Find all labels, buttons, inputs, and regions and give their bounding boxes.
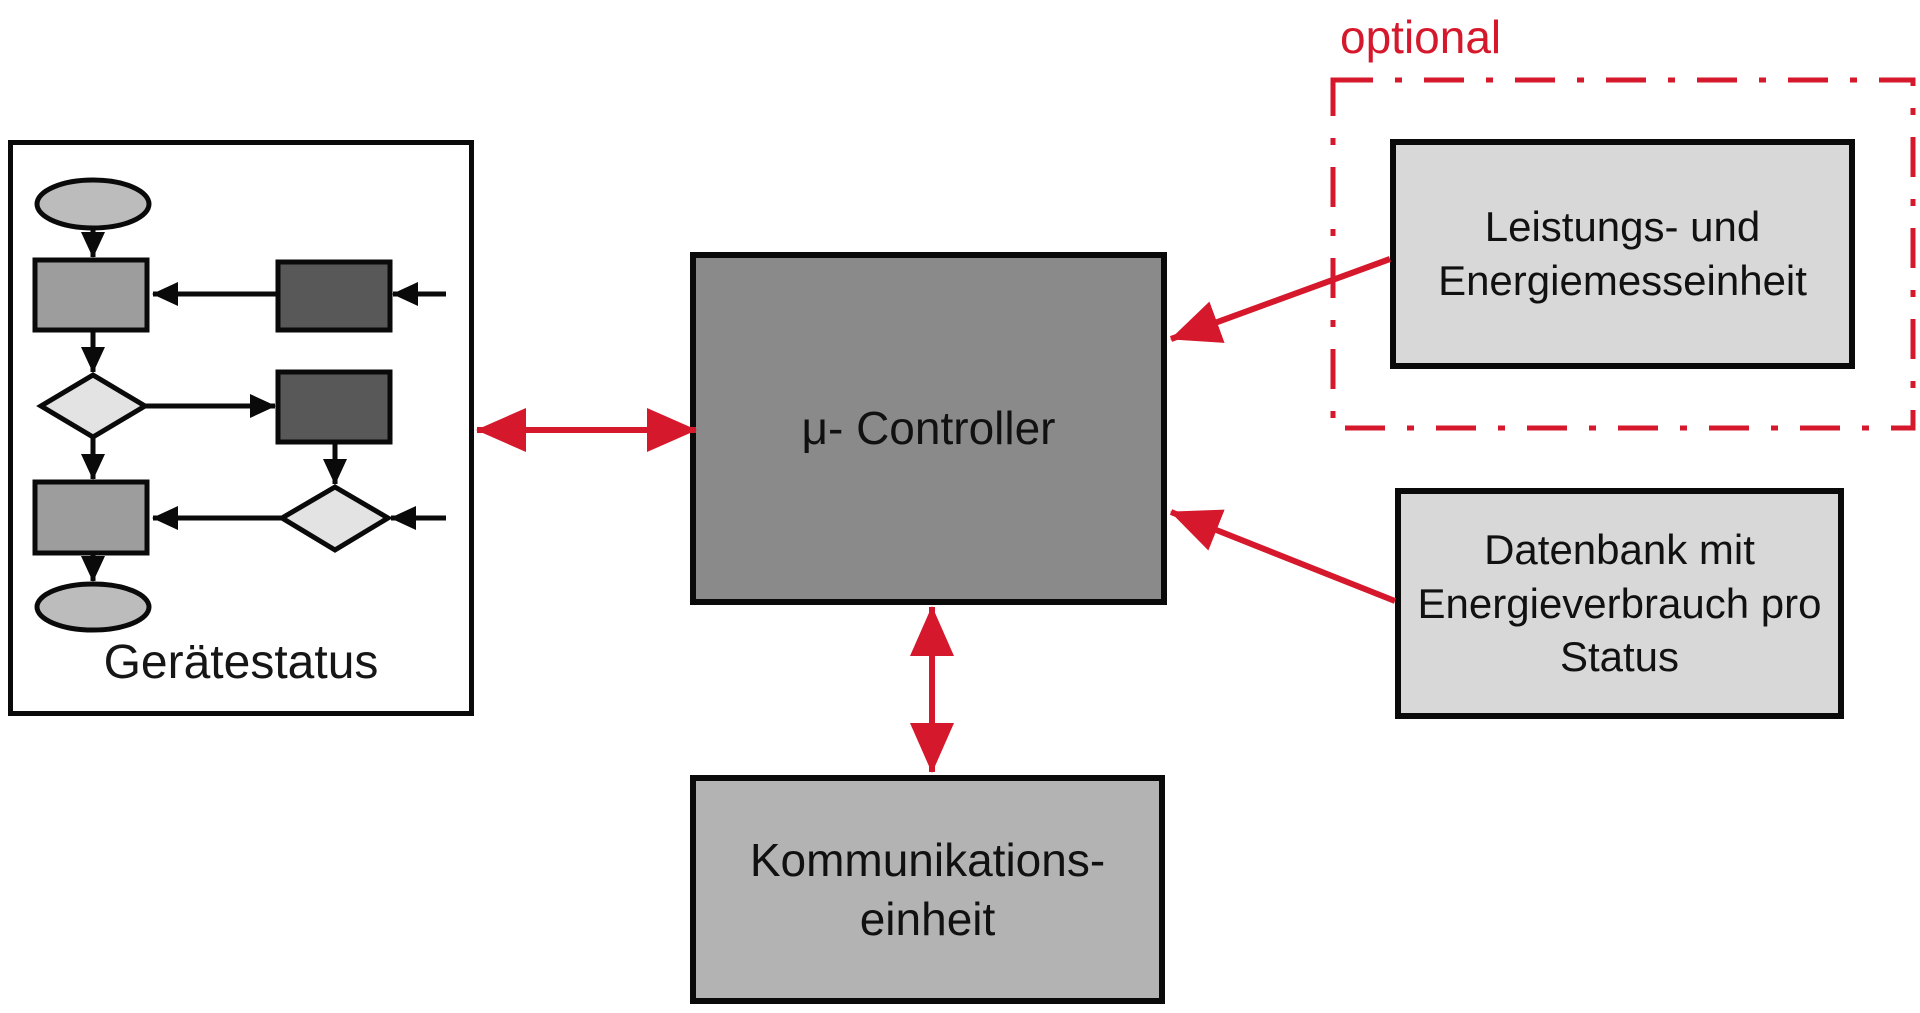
connector-leistung-controller xyxy=(1169,256,1392,343)
leistung-box: Leistungs- und Energiemesseinheit xyxy=(1390,139,1855,369)
kommunikation-label-line2: einheit xyxy=(859,892,996,945)
datenbank-label-line2: Energieverbrauch pro xyxy=(1417,579,1822,627)
controller-label: μ- Controller xyxy=(801,402,1056,455)
leistung-label-line2: Energiemesseinheit xyxy=(1438,257,1807,304)
geraetestatus-panel: Gerätestatus xyxy=(8,140,474,716)
leistung-label-line1: Leistungs- und xyxy=(1484,203,1761,251)
controller-box: μ- Controller xyxy=(690,252,1167,605)
kommunikation-box: Kommunikations- einheit xyxy=(690,775,1165,1004)
datenbank-box: Datenbank mit Energieverbrauch pro Statu… xyxy=(1395,488,1844,719)
datenbank-label-line1: Datenbank mit xyxy=(1484,525,1755,573)
kommunikation-label-line1: Kommunikations- xyxy=(749,833,1106,886)
datenbank-label-line3: Status xyxy=(1559,633,1680,681)
connector-datenbank-controller xyxy=(1169,509,1397,604)
geraetestatus-label: Gerätestatus xyxy=(103,635,379,689)
optional-label: optional xyxy=(1340,11,1502,63)
